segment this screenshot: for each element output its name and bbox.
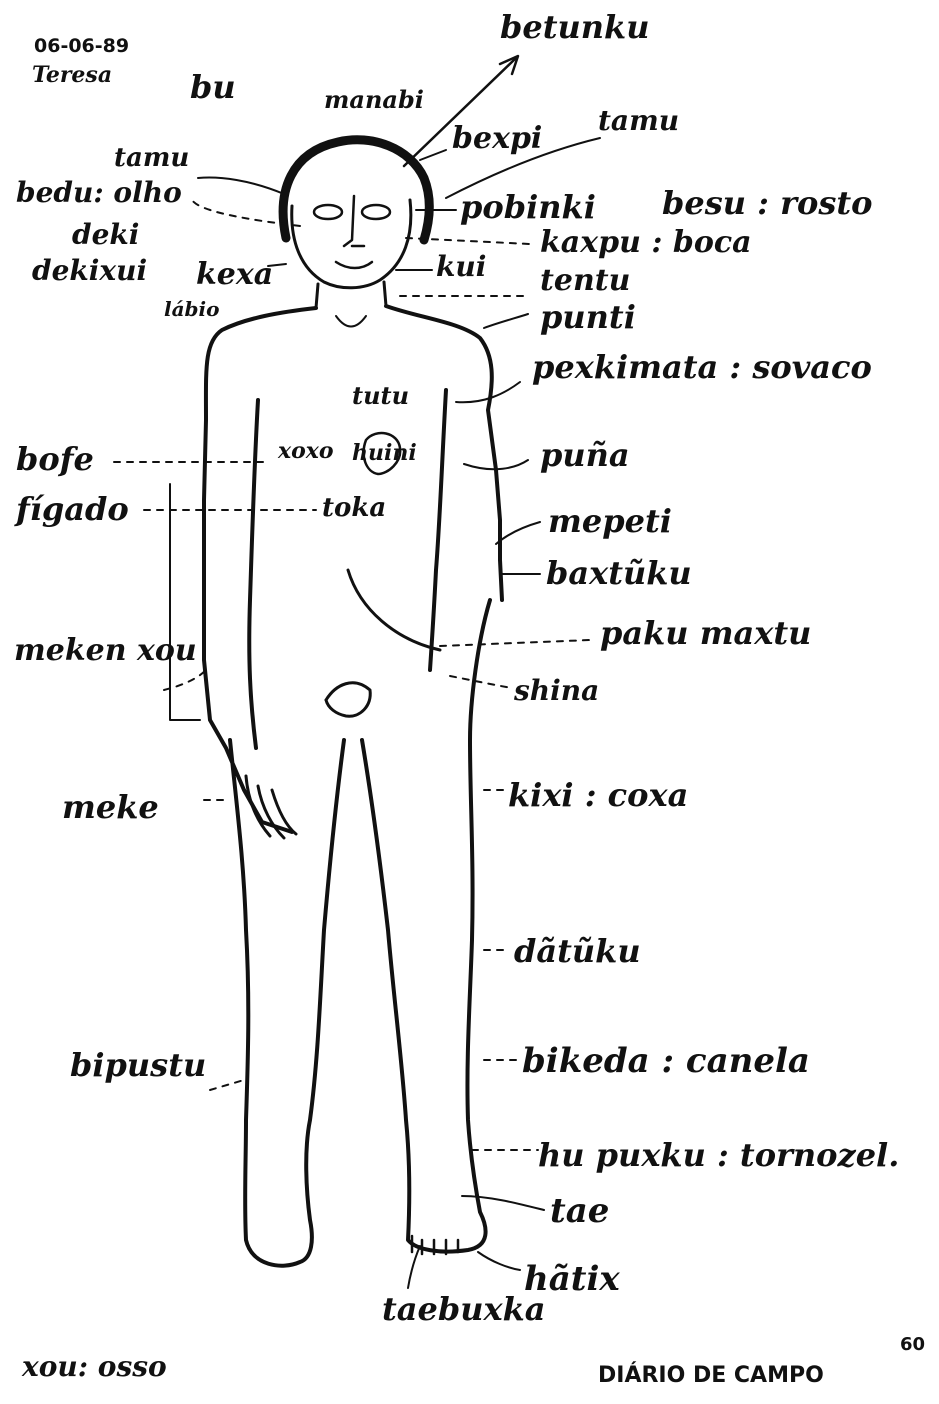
label-manabi: manabi <box>324 85 424 114</box>
label-besu-rosto: besu : rosto <box>662 184 872 222</box>
label-pobinki: pobinki <box>460 188 596 226</box>
label-tentu: tentu <box>540 263 630 298</box>
label-bikeda-canela: bikeda : canela <box>522 1041 810 1081</box>
label-tamu-left: tamu <box>114 143 189 173</box>
right-arm-inner <box>430 390 446 670</box>
labels: 06-06-89 Teresa bu betunku manabi bexpi … <box>14 8 925 1388</box>
label-bipustu: bipustu <box>70 1046 206 1084</box>
label-taebuxka: taebuxka <box>382 1290 546 1328</box>
label-deki: deki <box>72 218 139 251</box>
label-hu-puxku-tornozelo: hu puxku : tornozel. <box>538 1136 899 1174</box>
label-tamu-right: tamu <box>598 104 679 137</box>
label-mepeti: mepeti <box>548 502 672 540</box>
left-arm-inner <box>249 400 258 748</box>
label-punti: punti <box>540 298 636 336</box>
label-meken-xou: meken xou <box>14 633 197 668</box>
right-eye <box>362 205 390 219</box>
hair <box>283 140 429 240</box>
neck <box>316 282 386 308</box>
footer-title: DIÁRIO DE CAMPO <box>598 1362 824 1388</box>
label-huini: huini <box>352 440 417 466</box>
label-bu: bu <box>190 68 236 106</box>
label-kexa: kexa <box>196 257 273 292</box>
label-bedu-olho: bedu: olho <box>16 176 182 209</box>
pelvis-line <box>348 570 440 650</box>
label-baxtuku: baxtũku <box>546 554 692 592</box>
date-label: 06-06-89 <box>34 35 129 57</box>
label-bexpi: bexpi <box>452 121 542 156</box>
human-figure <box>204 140 502 1266</box>
label-dekixui: dekixui <box>32 254 147 287</box>
label-tutu: tutu <box>352 381 409 410</box>
label-betunku: betunku <box>500 8 649 46</box>
mouth <box>336 262 372 268</box>
pointer-lines <box>114 56 600 1288</box>
label-kixi-coxa: kixi : coxa <box>508 776 688 814</box>
label-paku-maxtu: paku maxtu <box>600 614 811 652</box>
label-tae: tae <box>550 1191 609 1231</box>
label-kaxpu-boca: kaxpu : boca <box>540 225 752 260</box>
label-puna: puña <box>540 436 630 474</box>
nose <box>344 196 364 246</box>
left-eye <box>314 205 342 219</box>
label-bofe: bofe <box>16 440 94 478</box>
label-kui: kui <box>436 250 486 283</box>
label-xoxo: xoxo <box>277 438 334 464</box>
label-pexkimata-sovaco: pexkimata : sovaco <box>532 348 872 386</box>
label-xou-osso: xou: osso <box>21 1350 167 1383</box>
label-figado: fígado <box>14 490 129 528</box>
label-toka: toka <box>322 493 386 523</box>
label-datuku: dãtũku <box>514 932 641 970</box>
face-outline <box>292 200 411 288</box>
page-number: 60 <box>900 1334 925 1355</box>
informant-label: Teresa <box>32 62 112 88</box>
label-meke: meke <box>62 788 159 826</box>
collarbone <box>336 316 366 327</box>
label-shina: shina <box>513 674 599 707</box>
label-labio: lábio <box>164 297 219 321</box>
left-hand <box>246 776 296 838</box>
groin <box>326 683 370 716</box>
